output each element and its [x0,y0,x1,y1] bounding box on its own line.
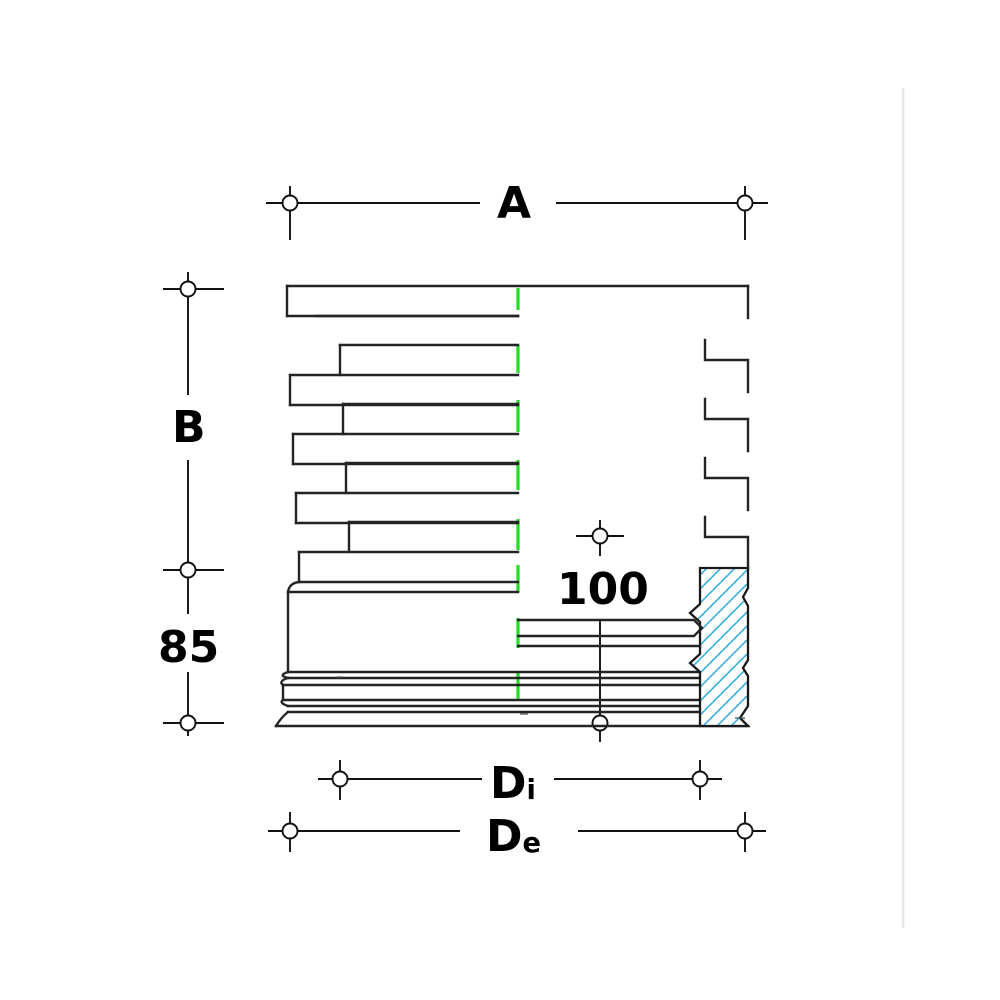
stepped-sleeve-profile [274,284,750,728]
dimension-De [268,812,766,852]
di-main: D [490,758,527,809]
outer-shell-steps [703,284,750,570]
dimension-100 [576,520,624,742]
di-subscript: i [526,774,536,806]
dimension-label-de: De [486,815,541,859]
dimension-A [266,186,768,240]
dimension-label-100: 100 [557,564,649,615]
de-subscript: e [522,827,542,859]
dimension-label-di: Di [490,762,536,806]
construction-marks [337,676,745,719]
dimension-label-b: B [172,402,206,453]
dimension-label-a: A [497,178,532,229]
dimension-label-85: 85 [158,622,220,673]
dimension-85 [163,556,224,736]
de-main: D [486,811,523,862]
spigot-outline [516,618,704,648]
dimension-B [163,272,224,556]
dimension-Di [318,760,722,800]
